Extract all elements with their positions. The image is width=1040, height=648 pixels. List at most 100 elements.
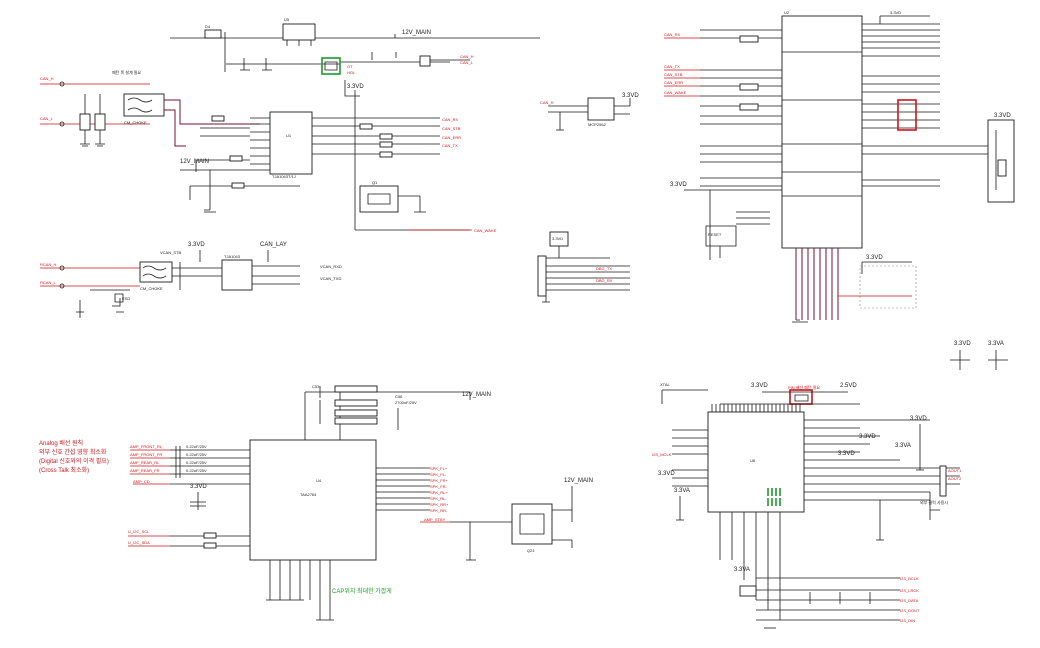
svg-text:RCAN_L: RCAN_L bbox=[40, 280, 57, 285]
q2-mcu-section: U2 CAN_RX CAN_TX CAN_STB CAN_ERR CAN_WAK… bbox=[537, 10, 1015, 323]
svg-text:OT: OT bbox=[347, 64, 353, 69]
q1-can-lay-label: CAN_LAY bbox=[260, 242, 287, 248]
svg-text:DBG_TX: DBG_TX bbox=[596, 266, 612, 271]
svg-text:CAN_TX: CAN_TX bbox=[664, 64, 680, 69]
q1-q-label: Q1 bbox=[372, 180, 378, 185]
svg-text:I2S_LRCK: I2S_LRCK bbox=[900, 588, 919, 593]
q1-can-transceiver-section: 12V_MAIN 12V_MAIN 3.3VD U5 D4 CAN_H CAN_… bbox=[40, 17, 540, 318]
svg-text:0.22uF/25V: 0.22uF/25V bbox=[186, 468, 207, 473]
q4-rail-3v3va-4: 3.3VA bbox=[734, 567, 750, 573]
svg-text:VCAN_TXD: VCAN_TXD bbox=[320, 276, 341, 281]
q3-note-line-4: (Cross Talk 최소화) bbox=[39, 466, 89, 474]
svg-text:3.3VD: 3.3VD bbox=[890, 10, 901, 15]
svg-text:CAN_H: CAN_H bbox=[540, 100, 554, 105]
q4-rail-3v3-a: 3.3VD bbox=[751, 383, 768, 389]
q1-u-label: U1 bbox=[286, 133, 292, 138]
svg-text:TAA2764: TAA2764 bbox=[300, 492, 317, 497]
q2-rail-3v3-right: 3.3VD bbox=[994, 113, 1011, 119]
q1-net-can-tx: CAN_TX bbox=[442, 143, 458, 148]
svg-text:DBG_RX: DBG_RX bbox=[596, 278, 613, 283]
q4-rail-3v3-i: 3.3VD bbox=[658, 471, 675, 477]
svg-text:TJA1043T/1J: TJA1043T/1J bbox=[272, 174, 296, 179]
svg-text:I2S_MCLK: I2S_MCLK bbox=[652, 452, 672, 457]
q3-amp-rear-rl: AMP_REAR_RL bbox=[130, 460, 160, 465]
svg-text:MCP2562: MCP2562 bbox=[588, 122, 607, 127]
q3-amp-front-rl: AMP_FRONT_RL bbox=[130, 444, 163, 449]
svg-text:I2S_DATA: I2S_DATA bbox=[900, 598, 919, 603]
svg-text:CAN_L: CAN_L bbox=[40, 116, 54, 121]
q4-rail-3v3va-2: 3.3VA bbox=[895, 443, 911, 449]
q2-small-3v3: 3.3VD bbox=[622, 93, 639, 99]
svg-text:TJA1043: TJA1043 bbox=[224, 254, 241, 259]
svg-text:AOUT2: AOUT2 bbox=[948, 476, 962, 481]
svg-text:ESD: ESD bbox=[122, 296, 130, 301]
svg-text:I2S_BCLK: I2S_BCLK bbox=[900, 576, 919, 581]
svg-text:SPK_FR-: SPK_FR- bbox=[430, 484, 448, 489]
q3-amp-rear-fr: AMP_REAR_FR bbox=[130, 468, 160, 473]
q1-rail-12v-left-label: 12V_MAIN bbox=[180, 159, 209, 165]
q3-note-line-3: (Digital 신호와의 이격 필요) bbox=[39, 457, 109, 465]
q1-3v3-can-label: 3.3VD bbox=[188, 242, 205, 248]
q1-net-can-wake: CAN_WAKE bbox=[474, 228, 497, 233]
q3-i2c-sda-label: U_I2C_SDA bbox=[128, 540, 150, 545]
svg-text:XTAL: XTAL bbox=[660, 382, 670, 387]
q4-rail-3v3va-3: 3.3VA bbox=[674, 488, 690, 494]
q2-rail-3v3-left: 3.3VD bbox=[670, 182, 687, 188]
q3-rail-12v-top: 12V_MAIN bbox=[462, 392, 491, 398]
q4-rail-3v3-e: 3.3VD bbox=[838, 451, 855, 457]
svg-text:RESET: RESET bbox=[708, 232, 722, 237]
q3-amp-cd-label: AMP_CD bbox=[133, 479, 150, 484]
q1-rail-12v-label: 12V_MAIN bbox=[402, 30, 431, 36]
q1-rail-3v3-label: 3.3VD bbox=[347, 84, 364, 90]
q4-dsp-section: 3.3VA 3.3VD 3.3VD 2.5VD PIN 배선 패턴 필요 U6 … bbox=[652, 341, 1008, 629]
svg-text:SPK_RR-: SPK_RR- bbox=[430, 508, 448, 513]
svg-text:AOUT1: AOUT1 bbox=[948, 468, 962, 473]
svg-text:RCAN_H: RCAN_H bbox=[40, 262, 57, 267]
svg-text:CAN_H: CAN_H bbox=[460, 54, 474, 59]
q3-amp-front-fr: AMP_FRONT_FR bbox=[130, 452, 162, 457]
svg-text:CM_CHOKE: CM_CHOKE bbox=[124, 120, 147, 125]
svg-text:CAN_H: CAN_H bbox=[40, 76, 54, 81]
q3-note-line-2: 외부 신호 간섭 영향 최소화 bbox=[39, 448, 107, 456]
q3-i2c-scl-label: U_I2C_SCL bbox=[128, 529, 150, 534]
q3-u-label: U4 bbox=[316, 478, 322, 483]
q1-net-can-stb: CAN_STB bbox=[442, 126, 461, 131]
svg-text:D4: D4 bbox=[205, 24, 211, 29]
svg-text:C56: C56 bbox=[395, 394, 403, 399]
svg-text:CAN_RX: CAN_RX bbox=[664, 32, 681, 37]
svg-text:0.22uF/25V: 0.22uF/25V bbox=[186, 444, 207, 449]
q4-note-pin: PIN 배선 패턴 필요 bbox=[788, 384, 820, 390]
q4-rail-2v5: 2.5VD bbox=[840, 383, 857, 389]
svg-text:0.22uF/25V: 0.22uF/25V bbox=[186, 460, 207, 465]
svg-text:CAN_L: CAN_L bbox=[460, 60, 474, 65]
svg-text:I2S_DOUT: I2S_DOUT bbox=[900, 608, 920, 613]
svg-text:SPK_RL-: SPK_RL- bbox=[430, 496, 447, 501]
svg-text:SPK_FL+: SPK_FL+ bbox=[430, 466, 448, 471]
svg-text:VCAN_STB: VCAN_STB bbox=[160, 250, 181, 255]
svg-text:외부 클럭 사용시: 외부 클럭 사용시 bbox=[920, 499, 948, 505]
q2-u-label: U2 bbox=[784, 10, 790, 15]
svg-text:C53: C53 bbox=[312, 384, 320, 389]
q3-rail-3v3: 3.3VD bbox=[190, 484, 207, 490]
svg-text:SPK_RL+: SPK_RL+ bbox=[430, 490, 448, 495]
q2-rail-3v3-bottom: 3.3VD bbox=[866, 255, 883, 261]
svg-text:SPK_RR+: SPK_RR+ bbox=[430, 502, 449, 507]
svg-text:HOL: HOL bbox=[347, 70, 356, 75]
svg-text:CM_CHOKE: CM_CHOKE bbox=[140, 286, 163, 291]
svg-text:0.22uF/25V: 0.22uF/25V bbox=[186, 452, 207, 457]
svg-text:패턴 폭 설계 필요: 패턴 폭 설계 필요 bbox=[112, 69, 141, 75]
q4-rail-3v3-d: 3.3VD bbox=[859, 434, 876, 440]
svg-text:2700uF/25V: 2700uF/25V bbox=[395, 400, 417, 405]
q4-rail-3v3vd-top: 3.3VD bbox=[954, 341, 971, 347]
q4-rail-3v3va: 3.3VA bbox=[988, 341, 1004, 347]
svg-text:CAN_WAKE: CAN_WAKE bbox=[664, 90, 687, 95]
q4-rail-3v3-c: 3.3VD bbox=[910, 416, 927, 422]
svg-text:VCAN_RXD: VCAN_RXD bbox=[320, 264, 342, 269]
q3-note-line-1: Analog 배선 원칙 bbox=[39, 439, 83, 447]
q3-rail-12v-right: 12V_MAIN bbox=[564, 478, 593, 484]
svg-text:SPK_FR+: SPK_FR+ bbox=[430, 478, 449, 483]
q4-u-label: U6 bbox=[750, 458, 756, 463]
svg-text:SPK_FL-: SPK_FL- bbox=[430, 472, 447, 477]
q3-audio-amp-section: Analog 배선 원칙 외부 신호 간섭 영향 최소화 (Digital 신호… bbox=[39, 384, 593, 621]
